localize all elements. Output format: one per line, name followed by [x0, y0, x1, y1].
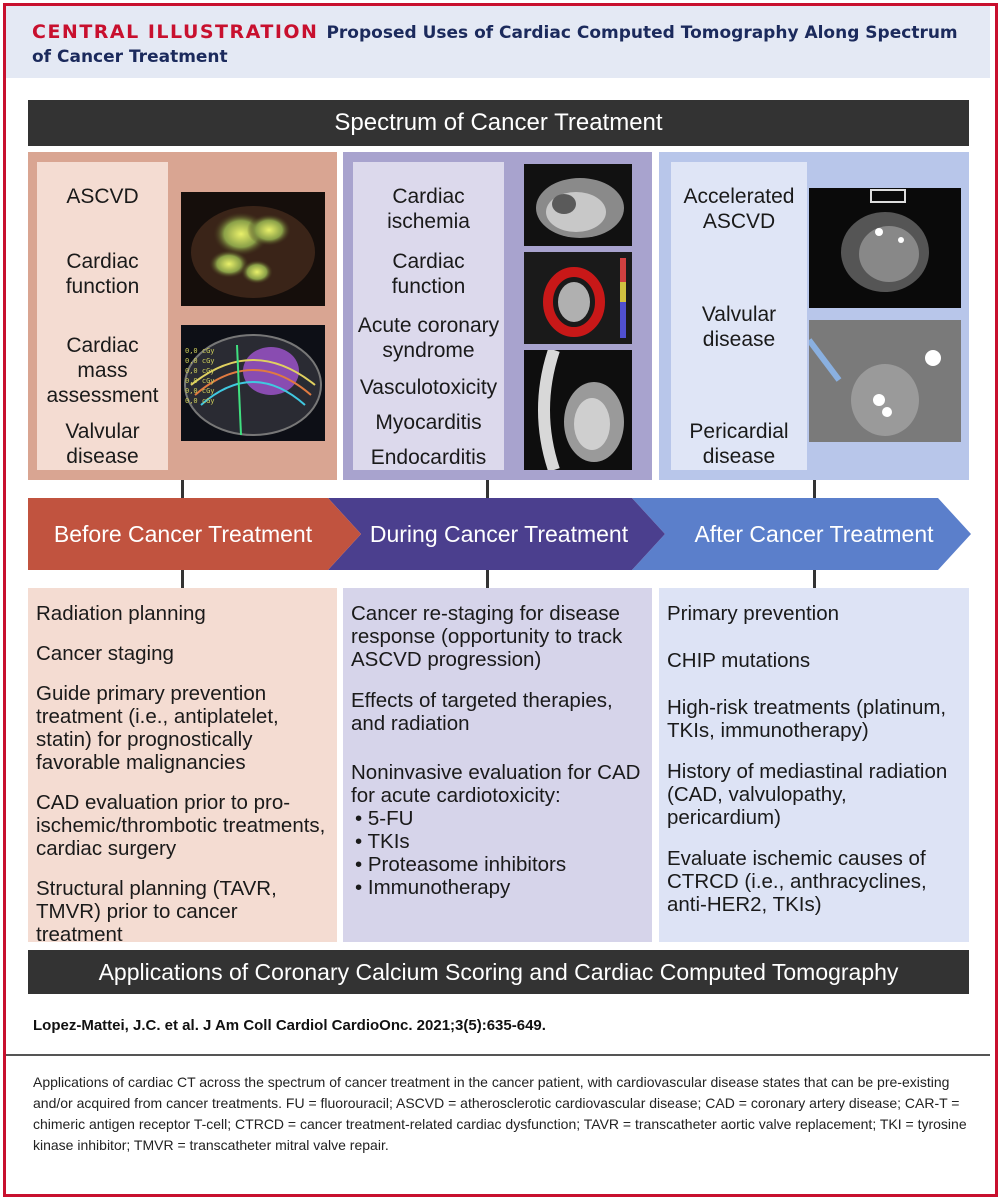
coronary-ct-image	[524, 350, 632, 470]
indication-term: Cardiac ischemia	[387, 185, 470, 233]
after-stage-label: After Cancer Treatment	[694, 520, 934, 547]
divider	[6, 1054, 990, 1056]
central-illustration-tag: CENTRAL ILLUSTRATION	[32, 21, 319, 43]
application-item: High-risk treatments (platinum, TKIs, im…	[667, 696, 947, 742]
application-item: Structural planning (TAVR, TMVR) prior t…	[36, 877, 277, 946]
indication-term: Cardiac mass assessment	[46, 334, 159, 407]
after-indications-panel: Accelerated ASCVD Valvular disease Peric…	[659, 152, 969, 480]
indication-term: Pericardial disease	[689, 420, 789, 468]
bullet-item: Proteasome inhibitors	[351, 853, 644, 876]
before-applications-panel: Radiation planning Cancer staging Guide …	[28, 588, 337, 946]
application-item: History of mediastinal radiation (CAD, v…	[667, 760, 948, 829]
cardiac-ct-image	[524, 164, 632, 246]
pet-ct-scan-image	[181, 192, 325, 306]
during-arrow-shape	[328, 498, 665, 570]
svg-text:0,0 cGy: 0,0 cGy	[185, 347, 215, 355]
during-indications-panel: Cardiac ischemia Cardiac function Acute …	[343, 152, 652, 480]
before-indications-list: ASCVD Cardiac function Cardiac mass asse…	[37, 162, 168, 470]
svg-text:0,0 cGy: 0,0 cGy	[185, 387, 215, 395]
application-item: CHIP mutations	[667, 649, 811, 672]
indication-term: Cardiac function	[391, 250, 466, 298]
during-applications-panel: Cancer re-staging for disease response (…	[343, 588, 652, 942]
after-arrow-shape	[632, 498, 971, 570]
indication-term: Valvular disease	[701, 303, 777, 351]
after-indications-list: Accelerated ASCVD Valvular disease Peric…	[671, 162, 807, 470]
svg-text:0,0 cGy: 0,0 cGy	[185, 357, 215, 365]
bullet-item: TKIs	[351, 830, 644, 853]
cardiotoxicity-bullet-list: 5-FU TKIs Proteasome inhibitors Immunoth…	[351, 807, 644, 899]
bullet-item: Immunotherapy	[351, 876, 644, 899]
connector-line	[181, 570, 184, 588]
svg-text:0,0 cGy: 0,0 cGy	[185, 397, 215, 405]
during-stage-label: During Cancer Treatment	[369, 520, 629, 547]
indication-term: ASCVD	[66, 185, 139, 208]
connector-line	[181, 480, 184, 498]
applications-title-bar: Applications of Coronary Calcium Scoring…	[28, 950, 969, 994]
radiation-planning-image: 0,0 cGy 0,0 cGy 0,0 cGy 0,0 cGy 0,0 cGy 0,0…	[181, 325, 325, 441]
perfusion-map-image	[524, 252, 632, 344]
bullet-item: 5-FU	[351, 807, 644, 830]
indication-term: Accelerated ASCVD	[683, 185, 795, 233]
calcium-score-ct-image	[809, 188, 961, 308]
connector-line	[813, 480, 816, 498]
connector-line	[486, 480, 489, 498]
spectrum-title-bar: Spectrum of Cancer Treatment	[28, 100, 969, 146]
after-applications-panel: Primary prevention CHIP mutations High-r…	[659, 588, 969, 942]
timeline-arrow: Before Cancer Treatment During Cancer Tr…	[28, 498, 1000, 570]
svg-text:0,0 cGy: 0,0 cGy	[185, 377, 215, 385]
figure-caption: Applications of cardiac CT across the sp…	[33, 1074, 967, 1153]
indication-term: Vasculotoxicity	[359, 376, 498, 399]
before-stage-label: Before Cancer Treatment	[53, 520, 313, 547]
connector-line	[813, 570, 816, 588]
application-item: CAD evaluation prior to pro-ischemic/thr…	[36, 791, 326, 860]
application-item: Primary prevention	[667, 602, 840, 625]
svg-text:0,0 cGy: 0,0 cGy	[185, 367, 215, 375]
citation: Lopez-Mattei, J.C. et al. J Am Coll Card…	[33, 1017, 546, 1034]
indication-term: Valvular disease	[65, 420, 140, 468]
valve-calcification-image	[809, 320, 961, 442]
indication-term: Endocarditis	[370, 446, 487, 469]
during-indications-list: Cardiac ischemia Cardiac function Acute …	[353, 162, 504, 470]
before-indications-panel: ASCVD Cardiac function Cardiac mass asse…	[28, 152, 337, 480]
indication-term: Myocarditis	[375, 411, 482, 434]
application-item: Guide primary prevention treatment (i.e.…	[36, 682, 279, 774]
application-item: Cancer staging	[36, 642, 174, 665]
figure-title: Proposed Uses of Cardiac Computed Tomogr…	[32, 23, 958, 67]
application-item: Evaluate ischemic causes of CTRCD (i.e.,…	[667, 847, 927, 916]
indication-term: Cardiac function	[65, 250, 140, 298]
application-item: Noninvasive evaluation for CAD for acute…	[351, 761, 641, 807]
before-arrow-shape	[28, 498, 361, 570]
application-item: Radiation planning	[36, 602, 206, 625]
application-item: Effects of targeted therapies, and radia…	[351, 689, 613, 735]
connector-line	[486, 570, 489, 588]
application-item: Cancer re-staging for disease response (…	[351, 602, 623, 671]
indication-term: Acute coronary syndrome	[357, 314, 500, 362]
